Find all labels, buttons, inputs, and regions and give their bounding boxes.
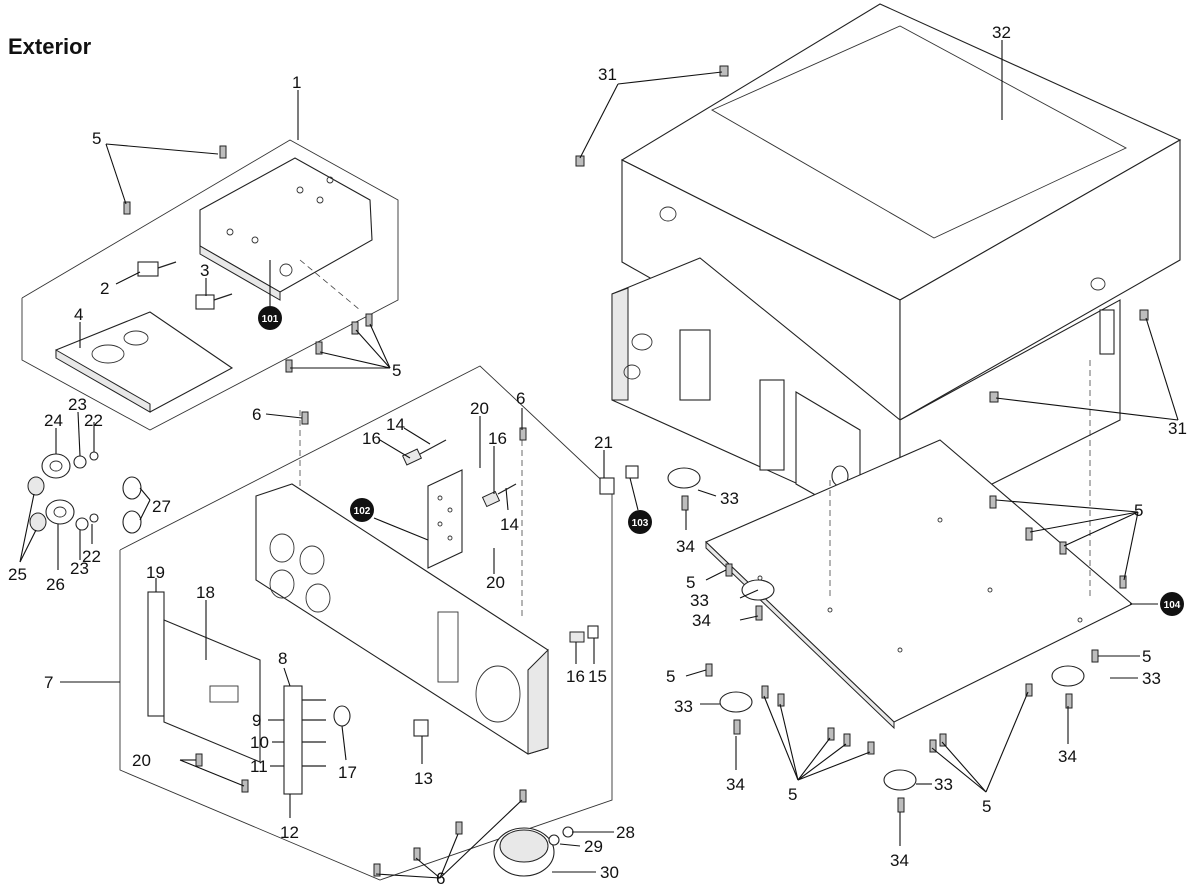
callout-1: 1: [292, 73, 301, 92]
callout-13: 13: [414, 769, 433, 788]
callout-34: 34: [726, 775, 745, 794]
callout-5: 5: [392, 361, 401, 380]
callout-15: 15: [588, 667, 607, 686]
callout-23: 23: [70, 559, 89, 578]
badge-101-label: 101: [262, 314, 279, 325]
callout-2: 2: [100, 279, 109, 298]
callout-31: 31: [1168, 419, 1187, 438]
callout-8: 8: [278, 649, 287, 668]
callout-14: 14: [500, 515, 519, 534]
top-cover-32: [620, 3, 1182, 421]
switch-block-8-12: [283, 685, 326, 795]
knob-caps-25: [27, 476, 47, 532]
nuts-washers-22-23: [73, 451, 99, 531]
callout-18: 18: [196, 583, 215, 602]
callout-33: 33: [720, 489, 739, 508]
switch-3: [195, 293, 233, 310]
bracket-101: [199, 157, 373, 311]
dashed-group-top-left: [21, 139, 399, 431]
callout-22: 22: [84, 411, 103, 430]
callout-16: 16: [362, 429, 381, 448]
callout-20: 20: [486, 573, 505, 592]
callout-34: 34: [676, 537, 695, 556]
callout-28: 28: [616, 823, 635, 842]
badge-103: 103: [628, 510, 652, 534]
callout-14: 14: [386, 415, 405, 434]
callout-26: 26: [46, 575, 65, 594]
dashed-group-front: [119, 365, 613, 881]
badge-103-label: 103: [632, 518, 649, 529]
callout-5: 5: [92, 129, 101, 148]
callout-7: 7: [44, 673, 53, 692]
bar-19: [147, 591, 165, 717]
callout-32: 32: [992, 23, 1011, 42]
callout-6: 6: [436, 869, 445, 886]
callout-34: 34: [692, 611, 711, 630]
badge-104-label: 104: [1164, 600, 1181, 611]
callout-6: 6: [252, 405, 261, 424]
leader-lines: [19, 40, 1179, 879]
badge-102-label: 102: [354, 506, 371, 517]
callout-5: 5: [788, 785, 797, 804]
clip-13: [413, 719, 429, 737]
callout-20: 20: [470, 399, 489, 418]
callout-33: 33: [690, 591, 709, 610]
callout-numbers: 1 5 2 3 4 5 6 14 16 20 6 16 14 20 21 24 …: [8, 23, 1187, 886]
callout-21: 21: [594, 433, 613, 452]
callout-5: 5: [686, 573, 695, 592]
callout-33: 33: [674, 697, 693, 716]
badge-101: 101: [258, 306, 282, 330]
callout-9: 9: [252, 711, 261, 730]
screws-5-top-left: [123, 145, 373, 373]
front-panel: [255, 483, 549, 755]
callout-17: 17: [338, 763, 357, 782]
callout-11: 11: [250, 757, 268, 776]
badge-104: 104: [1160, 592, 1184, 616]
callout-24: 24: [44, 411, 63, 430]
callout-29: 29: [584, 837, 603, 856]
callout-16: 16: [566, 667, 585, 686]
screws-31: [575, 65, 1149, 403]
switch-2: [137, 261, 177, 277]
callout-27: 27: [152, 497, 171, 516]
callout-23: 23: [68, 395, 87, 414]
callout-19: 19: [146, 563, 165, 582]
callout-12: 12: [280, 823, 299, 842]
knobs-27: [122, 476, 142, 534]
callout-16: 16: [488, 429, 507, 448]
callout-34: 34: [890, 851, 909, 870]
callout-33: 33: [1142, 669, 1161, 688]
jack-17: [333, 705, 351, 727]
callout-5: 5: [1134, 501, 1143, 520]
foot-knob-30: [493, 826, 574, 877]
callout-25: 25: [8, 565, 27, 584]
callout-34: 34: [1058, 747, 1077, 766]
screws-34: [681, 495, 1073, 813]
screws-5-bottom: [705, 495, 1127, 755]
callout-33: 33: [934, 775, 953, 794]
springs-16-shafts-14: [401, 439, 585, 643]
callout-31: 31: [598, 65, 617, 84]
callout-22: 22: [82, 547, 101, 566]
callout-5: 5: [1142, 647, 1151, 666]
callout-10: 10: [250, 733, 269, 752]
feet-33: [667, 467, 1085, 791]
badge-102: 102: [350, 498, 374, 522]
circuit-board-102: [427, 469, 463, 569]
callout-20: 20: [132, 751, 151, 770]
callout-6: 6: [516, 389, 525, 408]
callout-4: 4: [74, 305, 83, 324]
callout-5: 5: [666, 667, 675, 686]
callout-3: 3: [200, 261, 209, 280]
cover-plate-4: [55, 311, 234, 413]
callout-5: 5: [982, 797, 991, 816]
clip-21-and-103: [587, 465, 639, 639]
callout-30: 30: [600, 863, 619, 882]
knob-26: [45, 499, 75, 525]
diagram-title: Exterior: [8, 34, 92, 59]
knob-24: [41, 453, 71, 479]
pcb-18: [163, 619, 261, 763]
